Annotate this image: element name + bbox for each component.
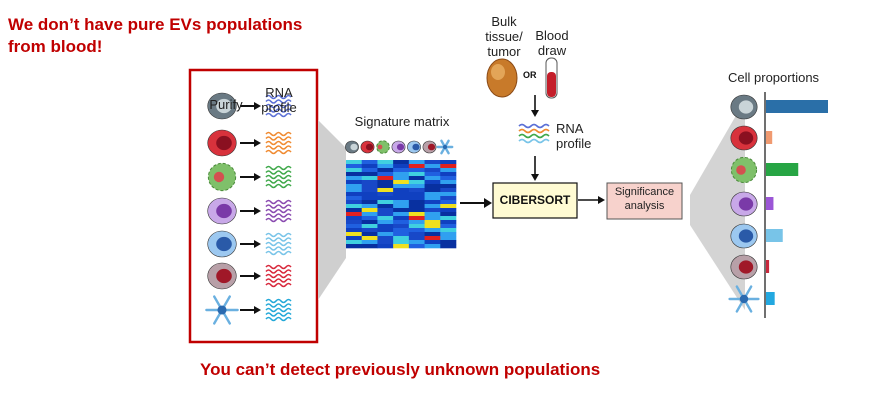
rna-waves-0 <box>265 94 292 118</box>
proportion-bar-dendritic-cell <box>766 292 775 305</box>
proportion-bar-granulocyte <box>766 163 799 176</box>
prop-cell-monocyte-icon <box>730 94 758 120</box>
center-rna-label: RNA profile <box>556 121 592 151</box>
significance-label: Significance analysis <box>614 186 675 212</box>
funnel-left <box>318 120 346 300</box>
rna-waves-4 <box>265 232 292 256</box>
rna-waves-1 <box>265 131 292 155</box>
matrix-header-icon-1 <box>360 140 375 154</box>
left-cell-dendritic-cell-icon <box>205 295 239 325</box>
signature-matrix-title: Signature matrix <box>354 114 450 129</box>
purify-frame <box>188 68 319 344</box>
proportions-title: Cell proportions <box>728 70 820 85</box>
left-cell-granulocyte-icon <box>207 162 237 192</box>
left-cell-monocyte-icon <box>207 92 237 120</box>
proportion-bar-plasma-cell <box>766 197 774 210</box>
rna-waves-2 <box>265 165 292 189</box>
cibersort-label: CIBERSORT <box>499 193 571 207</box>
note-top-line1: We don’t have pure EVs populations <box>8 15 303 34</box>
prop-cell-lymphocyte-icon <box>730 223 758 249</box>
significance-box <box>606 182 683 220</box>
prop-cell-erythrocyte-icon <box>730 125 758 151</box>
matrix-header-icon-0 <box>345 140 359 154</box>
matrix-header-icon-4 <box>407 140 421 154</box>
funnel-right <box>690 100 745 310</box>
proportion-bar-erythrocyte <box>766 131 773 144</box>
left-cell-lymphocyte-icon <box>207 230 237 258</box>
rna-profile-label: RNA profile <box>261 85 297 115</box>
left-cell-erythrocyte-icon <box>207 129 237 157</box>
proportion-bar-monocyte <box>766 100 828 113</box>
prop-cell-dendritic-cell-icon <box>728 285 760 313</box>
center-rna-icon <box>518 123 550 144</box>
matrix-header-icon-6 <box>436 139 454 155</box>
prop-cell-granulocyte-icon <box>730 156 758 184</box>
proportion-bar-neutrophil <box>766 260 770 273</box>
rna-waves-3 <box>265 199 292 223</box>
bulk-tissue-label: Bulk tissue/ tumor <box>485 14 523 59</box>
prop-cell-neutrophil-icon <box>730 254 758 280</box>
note-top: We don’t have pure EVs populations from … <box>8 14 302 58</box>
matrix-header-icon-3 <box>391 140 406 154</box>
purify-label: Purify <box>209 97 243 112</box>
note-bottom: You can’t detect previously unknown popu… <box>200 360 601 379</box>
matrix-header-icon-5 <box>422 140 437 154</box>
or-label: OR <box>523 70 537 80</box>
rna-waves-6 <box>265 298 292 322</box>
cibersort-box <box>492 182 578 219</box>
prop-cell-plasma-cell-icon <box>730 191 758 217</box>
matrix-header-icon-2 <box>376 140 390 154</box>
left-cell-plasma-cell-icon <box>207 197 237 225</box>
blood-draw-label: Blood draw <box>535 28 569 58</box>
proportion-bar-lymphocyte <box>766 229 783 242</box>
left-cell-neutrophil-icon <box>207 262 237 290</box>
signature-heatmap <box>346 160 457 249</box>
note-top-line2: from blood! <box>8 37 103 56</box>
rna-waves-5 <box>265 264 292 288</box>
